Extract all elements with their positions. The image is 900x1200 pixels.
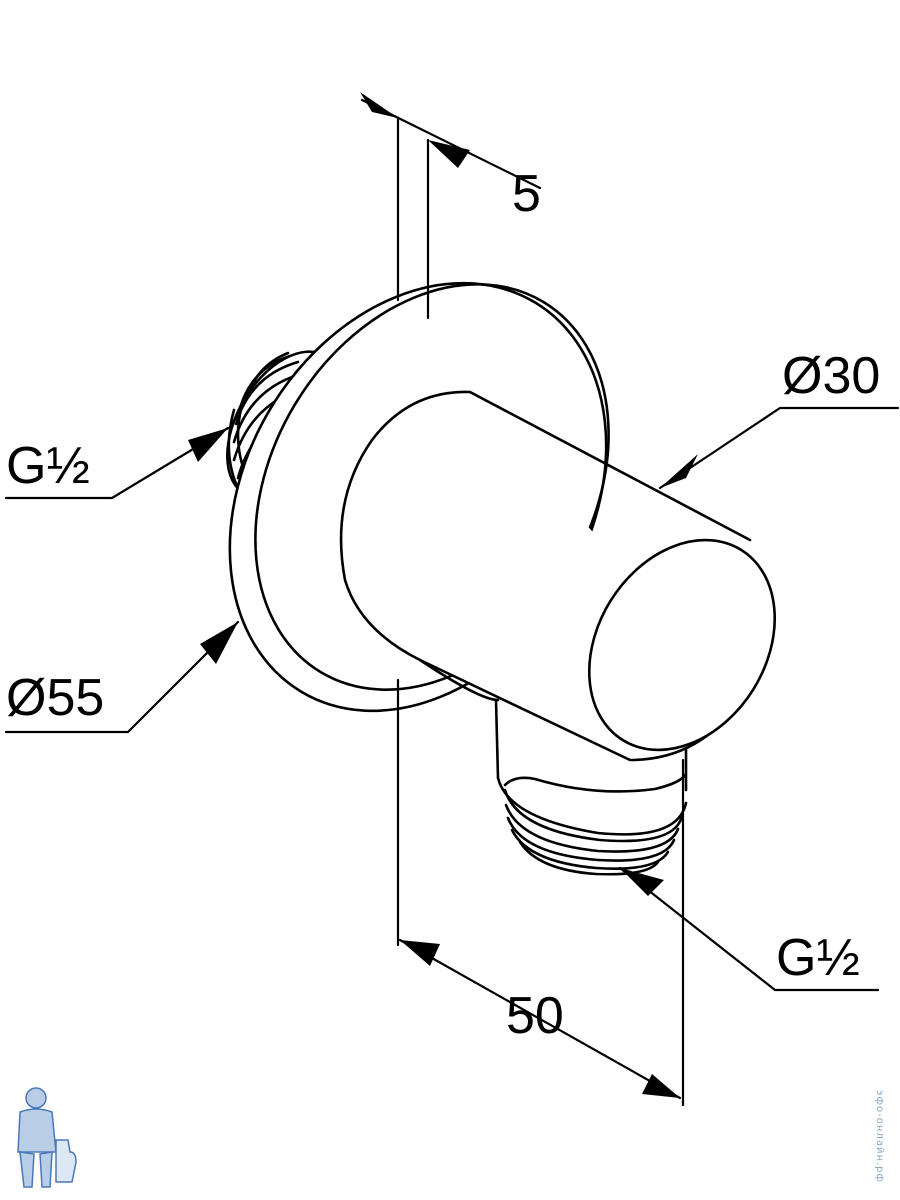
depth-label: 50: [506, 987, 564, 1045]
outlet-stem: [494, 698, 688, 876]
plumber-mascot-icon: [17, 1087, 77, 1188]
inlet-thread-label: G½: [6, 437, 90, 495]
arrowheads: [188, 92, 698, 1098]
outlet-diameter-label: Ø30: [782, 347, 881, 405]
flange-diameter-label: Ø55: [6, 669, 105, 727]
dimension-lines: [4, 98, 900, 1107]
outlet-cylinder: [339, 390, 777, 762]
outlet-thread-label: G½: [776, 929, 860, 987]
watermark-text: эфо-онлайн.рф: [874, 1090, 885, 1184]
flange-thickness-label: 5: [512, 165, 541, 223]
